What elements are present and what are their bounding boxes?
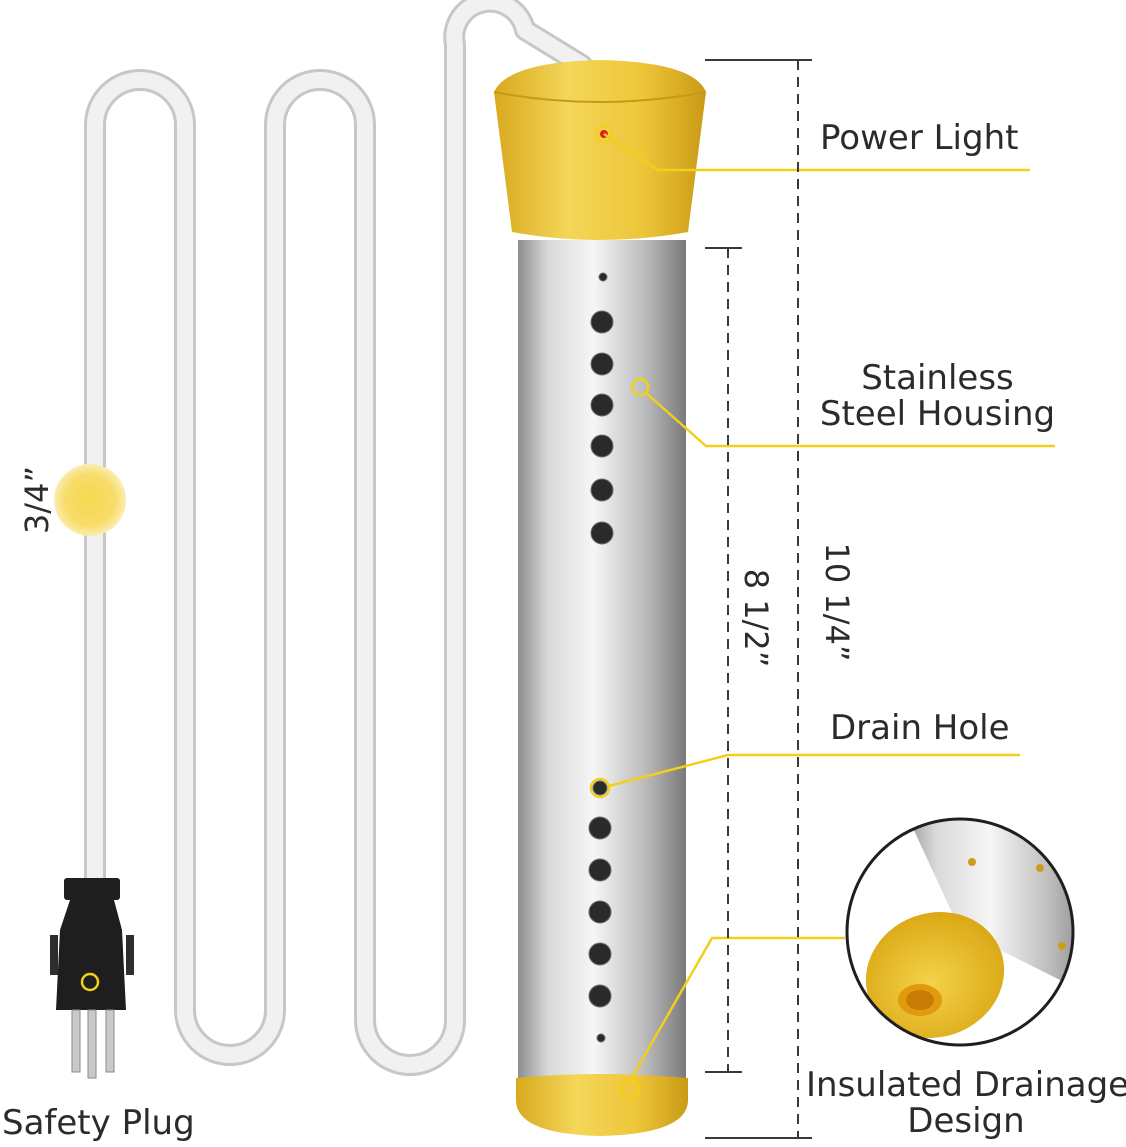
- vent-hole: [590, 393, 614, 417]
- drain-hole-label: Drain Hole: [830, 708, 1010, 748]
- vent-hole: [588, 942, 612, 966]
- drain-hole: [592, 780, 608, 796]
- vent-hole: [590, 310, 614, 334]
- vent-holes: [588, 272, 614, 1043]
- dimension-lines: [705, 59, 812, 1139]
- drainage-detail-inset: [845, 817, 1075, 1047]
- vent-hole: [588, 858, 612, 882]
- vent-hole: [590, 478, 614, 502]
- drainage-design-label: Insulated Drainage Design: [806, 1067, 1126, 1139]
- bottom-cap: [516, 1074, 688, 1136]
- vent-hole: [590, 521, 614, 545]
- small-hole: [596, 1033, 606, 1043]
- top-cap: [493, 60, 707, 240]
- vent-hole: [588, 984, 612, 1008]
- vent-hole: [588, 816, 612, 840]
- vent-hole: [590, 352, 614, 376]
- steel-housing-label: Stainless Steel Housing: [815, 360, 1060, 432]
- safety-plug-label: Safety Plug: [2, 1103, 195, 1143]
- power-cord: [84, 0, 593, 1076]
- callout-lines: [589, 132, 1055, 1082]
- drainage-design-label-line2: Design: [907, 1101, 1025, 1141]
- cord-diameter-label: 3/4”: [18, 465, 56, 535]
- steel-housing-label-line1: Stainless: [861, 358, 1014, 398]
- tube-length-label: 8 1/2”: [737, 568, 775, 668]
- cord-diameter-marker: [54, 464, 126, 536]
- vent-hole: [590, 434, 614, 458]
- total-length-label: 10 1/4”: [818, 542, 856, 662]
- safety-plug: [50, 878, 134, 1079]
- steel-housing-label-line2: Steel Housing: [819, 394, 1056, 434]
- drainage-design-label-line1: Insulated Drainage: [806, 1065, 1126, 1105]
- vent-hole: [588, 900, 612, 924]
- power-light-label: Power Light: [820, 118, 1019, 158]
- small-hole: [598, 272, 608, 282]
- steel-housing: [518, 240, 686, 1090]
